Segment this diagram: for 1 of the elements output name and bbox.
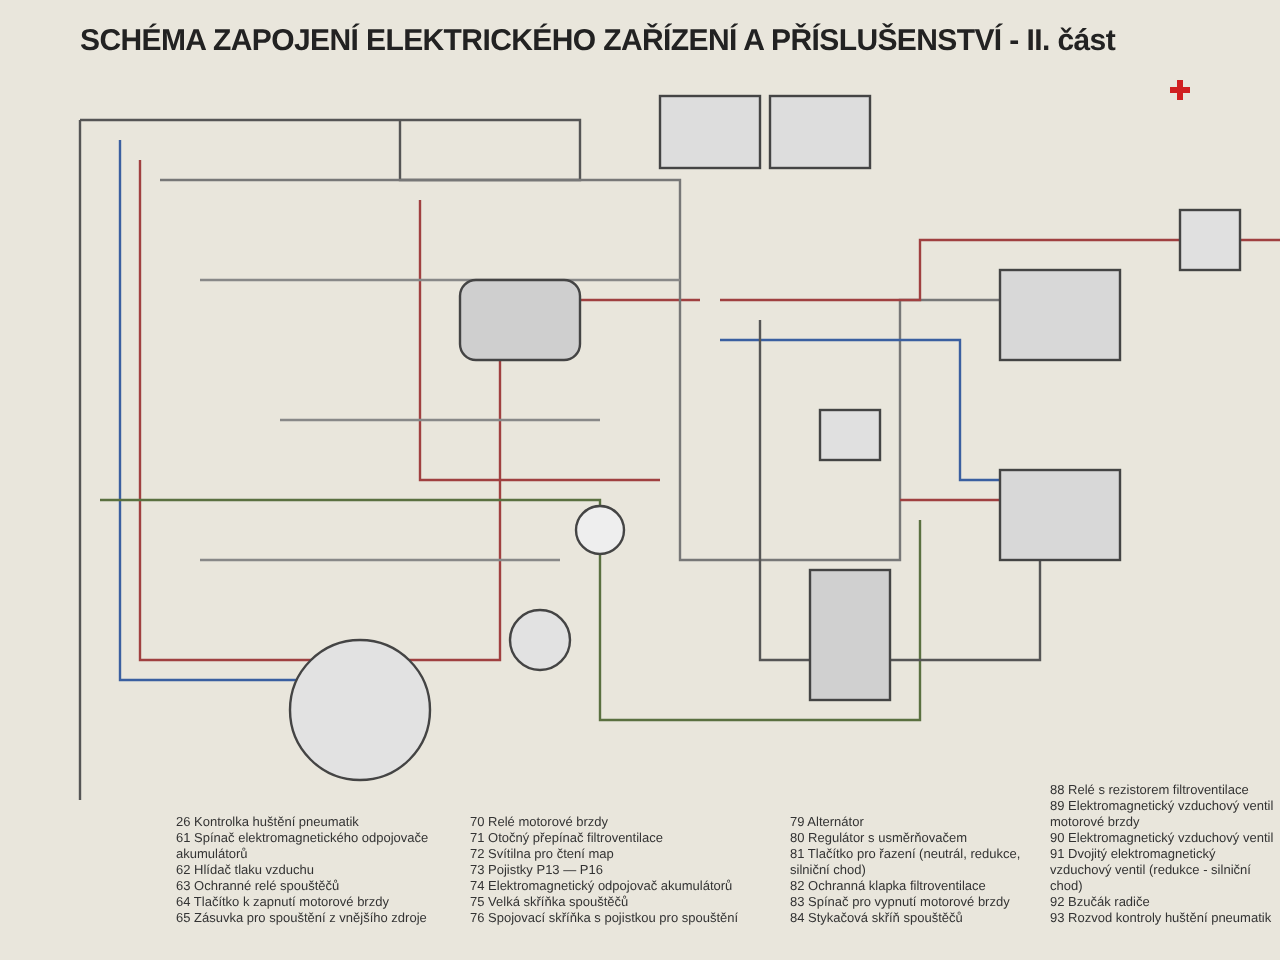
diagram-title: SCHÉMA ZAPOJENÍ ELEKTRICKÉHO ZAŘÍZENÍ A PŘÍSLUŠENSTVÍ - II. část	[80, 24, 1116, 58]
